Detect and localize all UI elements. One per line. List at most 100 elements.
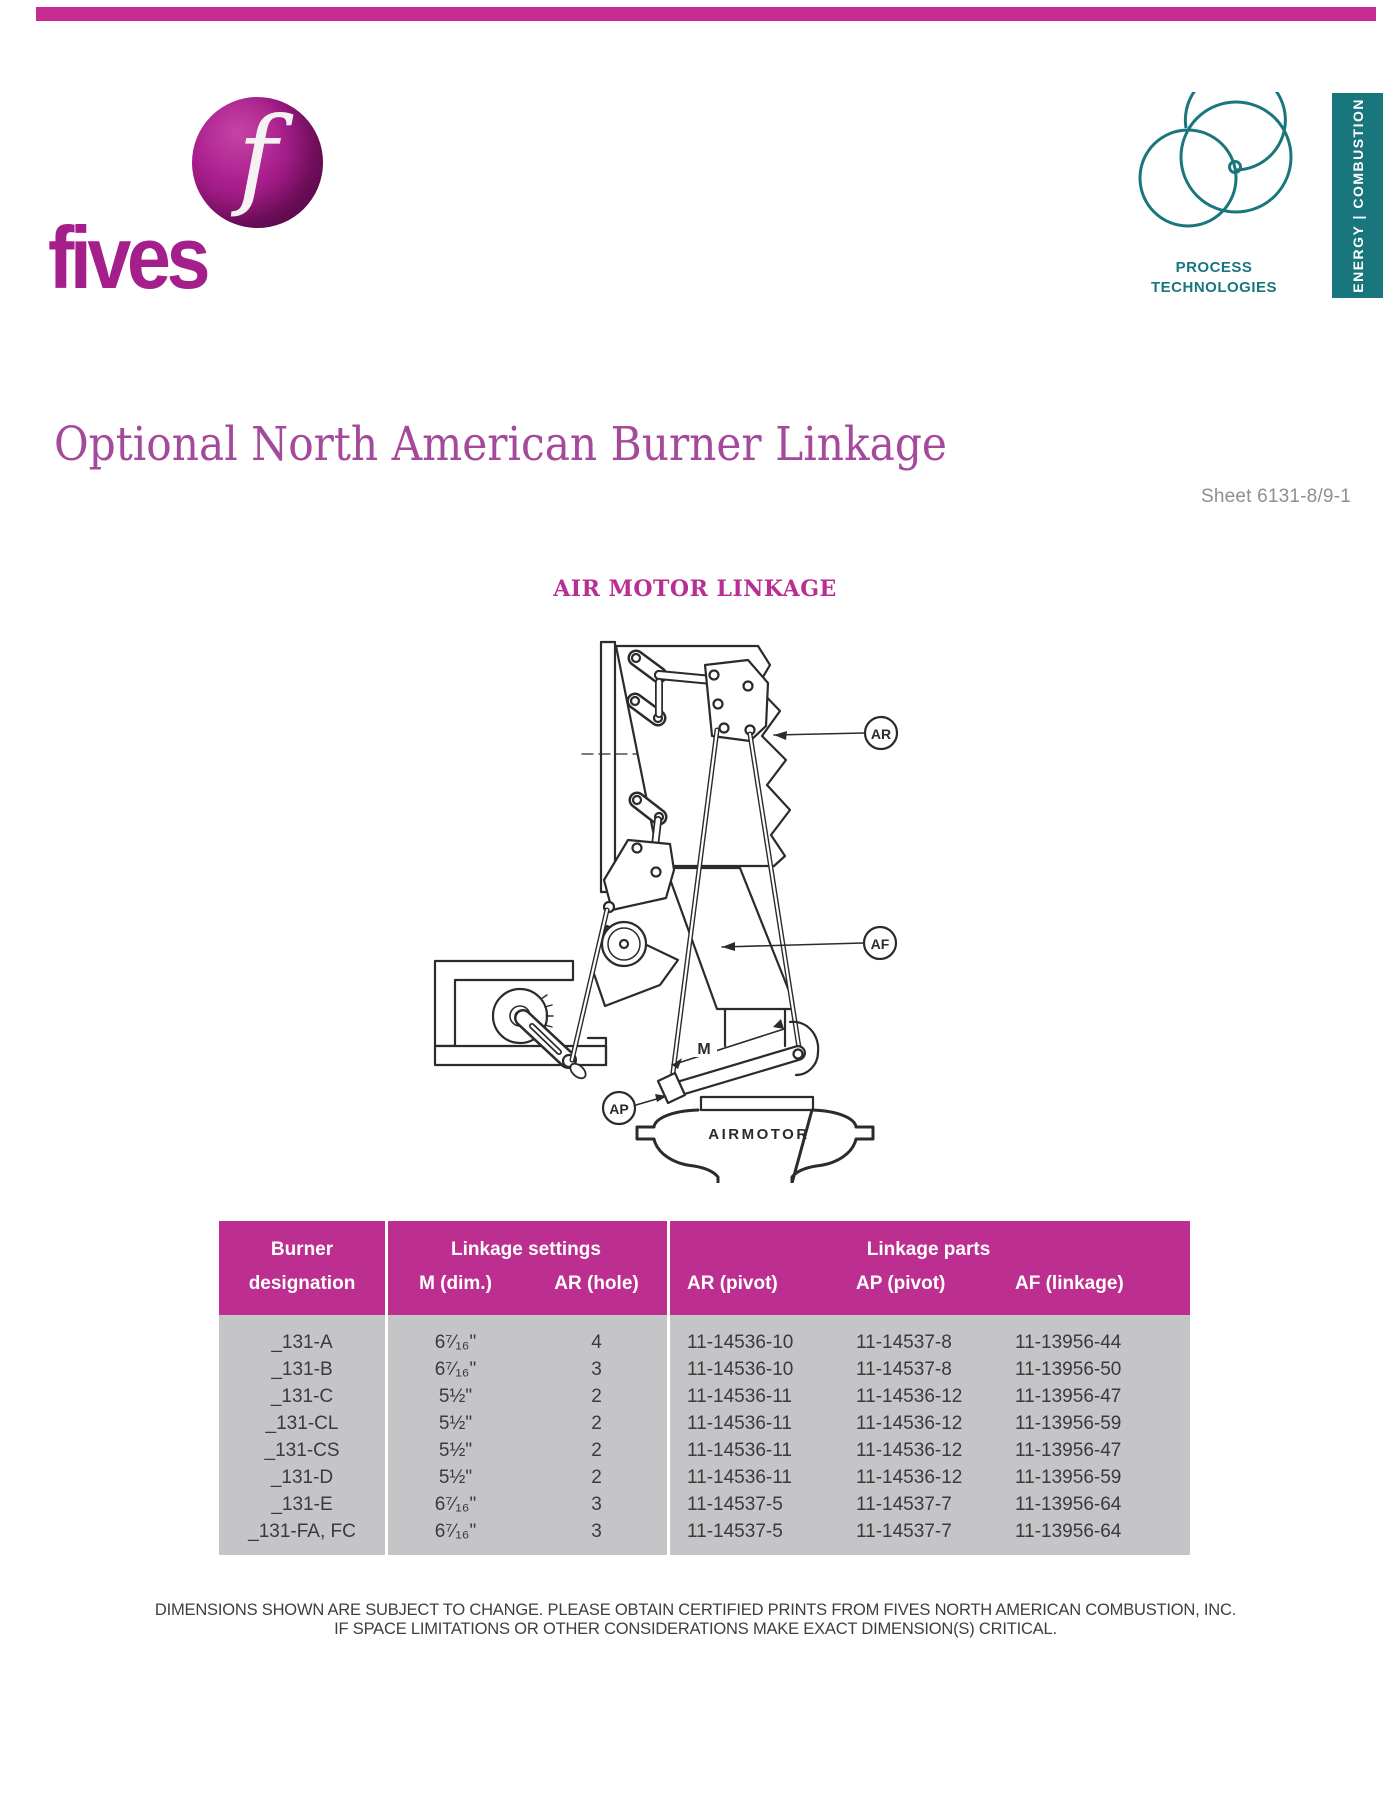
diagram-af-rods	[668, 727, 803, 1091]
table-cell: _131-B	[271, 1359, 333, 1380]
m-label: M	[697, 1041, 710, 1058]
table-cell: 5½"	[438, 1440, 473, 1461]
table-cell: 11-14537-5	[687, 1494, 783, 1515]
diagram-lever	[656, 1020, 820, 1105]
column-separator	[385, 1221, 388, 1555]
table-cell: 2	[591, 1413, 602, 1434]
header-designation: designation	[248, 1273, 356, 1294]
table-cell: 11-13956-44	[1015, 1332, 1122, 1353]
energy-combustion-banner: ENERGY | COMBUSTION	[1332, 93, 1383, 298]
table-cell: 11-13956-47	[1015, 1386, 1122, 1407]
diagram-ar-plate	[703, 658, 770, 743]
header-ar-pivot: AR (pivot)	[687, 1273, 778, 1294]
airmotor-label: AIRMOTOR	[708, 1126, 809, 1143]
table-cell: 11-14537-7	[856, 1494, 952, 1515]
air-motor-linkage-diagram: M AIRMOTOR AR AF AP	[433, 640, 899, 1183]
header-linkage-parts: Linkage parts	[866, 1239, 991, 1260]
technologies-label: TECHNOLOGIES	[1151, 279, 1277, 296]
table-cell: _131-D	[270, 1467, 334, 1488]
banner-text: ENERGY | COMBUSTION	[1349, 98, 1366, 293]
table-cell: 11-14536-12	[856, 1386, 963, 1407]
table-cell: 4	[591, 1332, 602, 1353]
svg-text:AF: AF	[871, 936, 890, 952]
table-cell: _131-A	[271, 1332, 333, 1353]
table-cell: 11-14537-7	[856, 1521, 952, 1542]
table-cell: 11-13956-50	[1015, 1359, 1122, 1380]
disclaimer-line2: IF SPACE LIMITATIONS OR OTHER CONSIDERAT…	[334, 1620, 1057, 1638]
table-cell: 6⁷⁄₁₆"	[434, 1332, 477, 1353]
table-cell: 11-13956-47	[1015, 1440, 1122, 1461]
callout-ar: AR	[773, 715, 899, 751]
table-cell: _131-CL	[265, 1413, 339, 1434]
header-ap-pivot: AP (pivot)	[856, 1273, 946, 1294]
table-cell: 11-14537-8	[856, 1332, 952, 1353]
process-technologies-logo-icon: PROCESS TECHNOLOGIES	[1138, 92, 1293, 296]
diagram-airmotor-flange	[699, 1095, 815, 1112]
header-ar-hole: AR (hole)	[554, 1273, 639, 1294]
table-row: _131-B 6⁷⁄₁₆" 3 11-14536-10 11-14537-8 11-139…	[219, 1356, 1190, 1383]
fives-f-glyph: f	[237, 95, 278, 220]
linkage-parts-table: Burner Linkage settings Linkage parts de…	[219, 1221, 1190, 1555]
table-row: _131-CL 5½" 2 11-14536-11 11-14536-12 11-1395…	[219, 1410, 1190, 1437]
table-cell: 5½"	[438, 1386, 473, 1407]
table-cell: 3	[591, 1521, 602, 1542]
table-cell: 11-14537-5	[687, 1521, 783, 1542]
table-cell: 5½"	[438, 1467, 473, 1488]
callout-af: AF	[721, 925, 898, 961]
table-cell: 11-13956-59	[1015, 1467, 1122, 1488]
process-label: PROCESS	[1176, 259, 1253, 276]
table-cell: 11-13956-64	[1015, 1494, 1122, 1515]
table-cell: 11-14536-10	[687, 1332, 794, 1353]
page-title: Optional North American Burner Linkage	[54, 417, 947, 472]
header-burner: Burner	[270, 1239, 334, 1260]
header-af-linkage: AF (linkage)	[1015, 1273, 1124, 1294]
table-cell: 6⁷⁄₁₆"	[434, 1359, 477, 1380]
sheet-number: Sheet 6131-8/9-1	[1200, 486, 1351, 507]
svg-text:AR: AR	[871, 726, 891, 742]
table-cell: _131-FA, FC	[248, 1521, 356, 1542]
table-cell: 11-14536-11	[687, 1440, 792, 1461]
diagram-mid-bracket	[602, 838, 676, 912]
figure-heading: AIR MOTOR LINKAGE	[553, 576, 837, 602]
table-cell: 11-14536-12	[856, 1467, 963, 1488]
diagram-clevis-links	[626, 649, 668, 826]
header-m-dim: M (dim.)	[419, 1273, 492, 1294]
diagram-plate	[599, 640, 617, 894]
table-cell: 11-13956-59	[1015, 1413, 1122, 1434]
table-cell: _131-C	[270, 1386, 334, 1407]
fives-wordmark: fives	[48, 208, 211, 307]
table-body: _131-A 6⁷⁄₁₆" 4 11-14536-10 11-14537-8 11-139…	[219, 1315, 1190, 1555]
svg-text:AP: AP	[609, 1101, 628, 1117]
table-cell: 11-14536-11	[687, 1413, 792, 1434]
table-cell: 5½"	[438, 1413, 473, 1434]
table-cell: 3	[591, 1494, 602, 1515]
table-cell: 11-14536-10	[687, 1359, 794, 1380]
table-cell: 11-13956-64	[1015, 1521, 1122, 1542]
table-row: _131-FA, FC 6⁷⁄₁₆" 3 11-14537-5 11-14537-7 11…	[219, 1518, 1190, 1545]
table-header: Burner Linkage settings Linkage parts de…	[219, 1221, 1190, 1315]
table-cell: 11-14536-11	[687, 1467, 792, 1488]
diagram-wheel-arm	[514, 1009, 587, 1080]
diagram-airmotor-body	[635, 1108, 875, 1183]
table-cell: 11-14536-12	[856, 1440, 963, 1461]
table-cell: 11-14537-8	[856, 1359, 952, 1380]
disclaimer-line1: DIMENSIONS SHOWN ARE SUBJECT TO CHANGE. …	[154, 1601, 1237, 1619]
diagram-rod-left	[569, 907, 610, 1063]
header-linkage-settings: Linkage settings	[451, 1239, 601, 1260]
table-cell: 3	[591, 1359, 602, 1380]
callout-ap: AP	[601, 1090, 667, 1126]
disclaimer: DIMENSIONS SHOWN ARE SUBJECT TO CHANGE. …	[0, 1601, 1391, 1639]
fives-logo-icon: f	[192, 95, 323, 228]
table-cell: _131-E	[271, 1494, 333, 1515]
table-row: _131-A 6⁷⁄₁₆" 4 11-14536-10 11-14537-8 11-139…	[219, 1329, 1190, 1356]
table-cell: 6⁷⁄₁₆"	[434, 1521, 477, 1542]
top-accent-bar	[36, 7, 1376, 21]
table-cell: 2	[591, 1440, 602, 1461]
table-cell: 11-14536-12	[856, 1413, 963, 1434]
table-cell: 11-14536-11	[687, 1386, 792, 1407]
